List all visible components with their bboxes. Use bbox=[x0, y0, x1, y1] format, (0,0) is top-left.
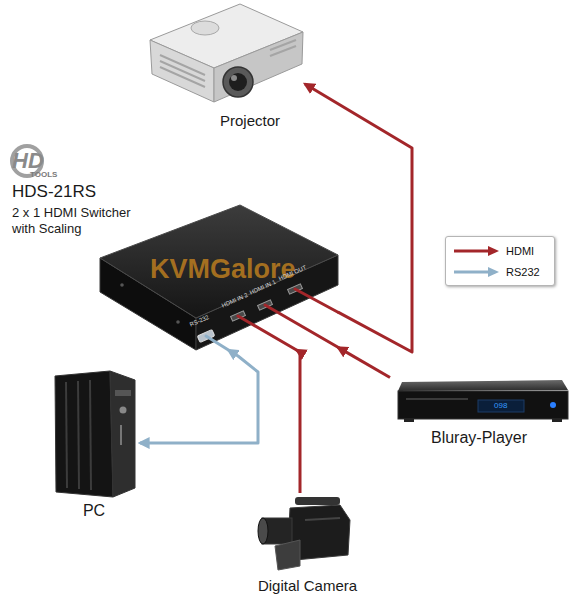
cable-stub bbox=[206, 336, 228, 350]
projector-lens bbox=[223, 67, 253, 97]
bluray-illustration bbox=[398, 380, 568, 422]
pc-illustration bbox=[55, 371, 135, 497]
legend-row: HDMI bbox=[452, 240, 548, 261]
pc-power-button bbox=[120, 407, 127, 414]
camera-node: Digital Camera bbox=[245, 493, 370, 600]
bluray-foot bbox=[552, 419, 562, 422]
projector-front bbox=[150, 40, 214, 102]
port-label: HDMI IN 2 bbox=[221, 292, 249, 309]
hdmi-cable bbox=[305, 84, 412, 352]
pc-groove bbox=[78, 381, 79, 489]
legend-row: RS232 bbox=[452, 261, 548, 282]
swatch-arrow bbox=[488, 267, 499, 277]
swatch-line bbox=[454, 249, 490, 252]
camera-screen bbox=[275, 540, 300, 570]
pc-node: PC bbox=[48, 365, 140, 523]
switcher-screw bbox=[120, 283, 124, 287]
camera-illustration bbox=[258, 497, 350, 570]
cable-stub bbox=[265, 305, 338, 347]
switcher-top-face bbox=[100, 205, 338, 318]
logo-text: TOOLS bbox=[30, 171, 57, 179]
node-label: PC bbox=[48, 501, 140, 520]
cable-stub bbox=[238, 316, 297, 350]
pc-groove bbox=[90, 380, 91, 490]
bluray-node: Bluray-Player bbox=[390, 372, 568, 454]
projector-side bbox=[214, 32, 303, 102]
node-label: Digital Camera bbox=[245, 577, 370, 595]
camera-lens bbox=[258, 518, 268, 544]
projector-illustration bbox=[150, 4, 303, 102]
projector-vent bbox=[160, 67, 205, 87]
legend-swatch bbox=[452, 245, 500, 257]
pc-side bbox=[110, 371, 135, 497]
pc-drive-bay bbox=[115, 390, 131, 396]
node-label: Bluray-Player bbox=[390, 428, 568, 447]
legend-text: HDMI bbox=[506, 245, 534, 257]
display-readout: 098 bbox=[494, 402, 507, 410]
cable-stub bbox=[295, 289, 338, 312]
projector-vent bbox=[270, 46, 296, 56]
legend-box: HDMI RS232 bbox=[445, 236, 555, 286]
pc-groove bbox=[66, 382, 67, 488]
port-label: RS-232 bbox=[189, 314, 210, 328]
swatch-arrow bbox=[488, 246, 499, 256]
serial-cable bbox=[140, 350, 258, 443]
projector-lens-glass bbox=[229, 73, 247, 91]
bluray-button bbox=[550, 402, 556, 408]
camera-handle bbox=[295, 497, 340, 505]
pc-slot bbox=[120, 425, 122, 445]
node-label: HDS-21RS bbox=[12, 182, 96, 202]
hdmi-cable bbox=[297, 350, 300, 493]
bluray-foot bbox=[404, 419, 414, 422]
pc-front bbox=[55, 371, 113, 497]
bluray-top bbox=[398, 380, 568, 391]
swatch-line bbox=[454, 270, 490, 273]
node-label: Projector bbox=[220, 112, 280, 130]
switcher-illustration bbox=[100, 205, 338, 350]
node-subtitle: 2 x 1 HDMI Switcher with Scaling bbox=[12, 205, 152, 237]
camera-trim bbox=[305, 518, 340, 520]
projector-lens-shine bbox=[231, 75, 237, 81]
projector-keypad bbox=[191, 21, 219, 35]
legend-swatch bbox=[452, 266, 500, 278]
logo-text: HD bbox=[12, 150, 44, 172]
switcher-screw bbox=[176, 320, 180, 324]
legend-text: RS232 bbox=[506, 266, 540, 278]
bluray-slot bbox=[406, 398, 468, 400]
projector-node: Projector bbox=[140, 0, 305, 134]
hdmi-cable bbox=[338, 347, 390, 377]
bluray-front bbox=[398, 391, 568, 419]
bluray-display bbox=[478, 400, 524, 412]
